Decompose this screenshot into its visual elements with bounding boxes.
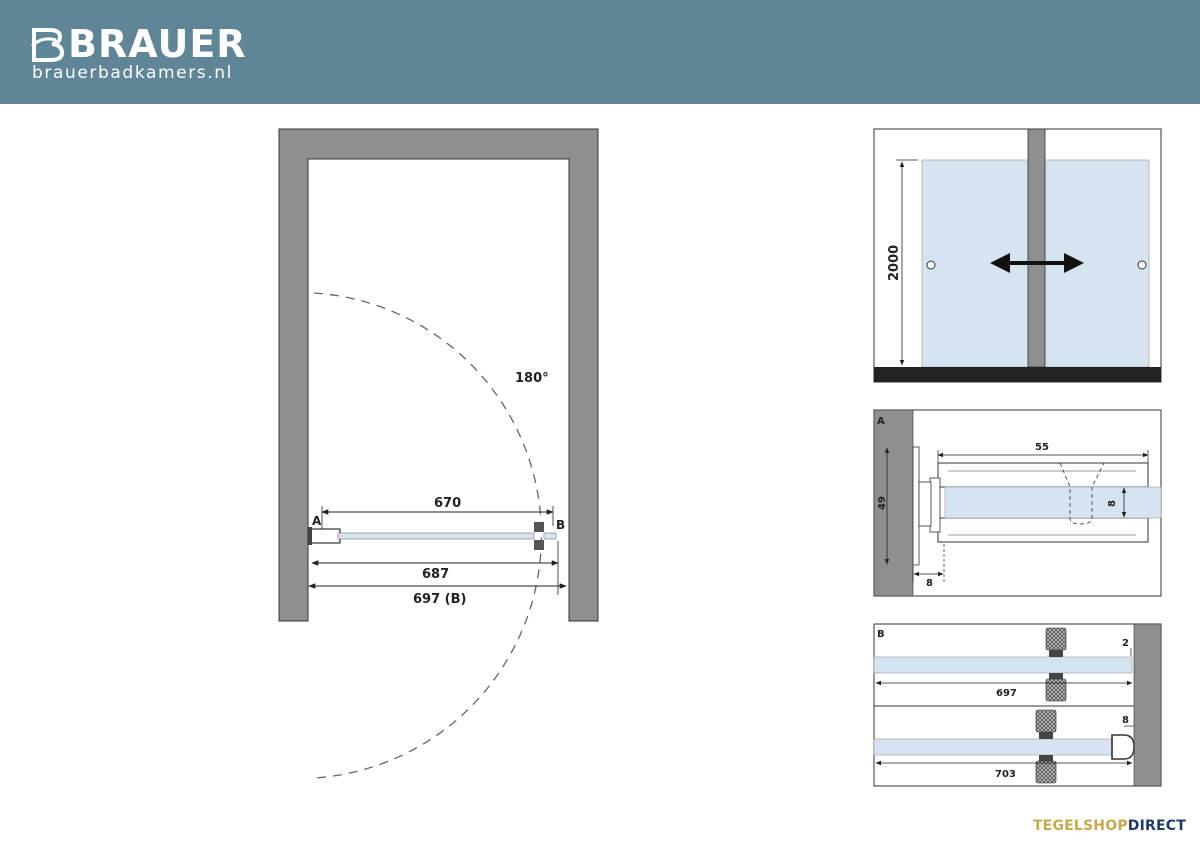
header-bar: BRAUER brauerbadkamers.nl bbox=[0, 0, 1200, 104]
dim-8-b-label: 8 bbox=[926, 578, 933, 589]
dim-670-label: 670 bbox=[434, 496, 461, 511]
dim-49-label: 49 bbox=[877, 496, 888, 510]
knob-b-top bbox=[534, 522, 544, 532]
detail-b: B 2 697 8 703 bbox=[873, 623, 1162, 787]
dim-55-label: 55 bbox=[1035, 442, 1049, 453]
width-top-label: 697 bbox=[996, 688, 1017, 699]
logo-part-2: DIRECT bbox=[1127, 818, 1186, 834]
width-bottom-label: 703 bbox=[995, 769, 1016, 780]
wall-outline bbox=[278, 128, 599, 622]
detail-b-wall bbox=[1133, 623, 1162, 787]
gap-top-label: 2 bbox=[1122, 638, 1129, 649]
knob-top-upper bbox=[1045, 627, 1067, 651]
glass-in-clamp bbox=[944, 486, 1162, 519]
plan-view: 180° 670 A B 687 697 (B) bbox=[278, 128, 599, 779]
tegelshopdirect-logo: TEGELSHOPDIRECT bbox=[1033, 818, 1186, 834]
glass-panel-plan bbox=[337, 532, 535, 540]
height-label: 2000 bbox=[887, 245, 902, 281]
label-b: B bbox=[556, 518, 565, 532]
elevation-view: 2000 bbox=[873, 128, 1162, 383]
detail-a: A 55 49 8 8 bbox=[873, 409, 1162, 597]
floor bbox=[874, 367, 1161, 382]
glass-b-top bbox=[873, 656, 1133, 674]
hinge-hole-left bbox=[926, 260, 936, 270]
seal-profile bbox=[1111, 734, 1135, 760]
label-a: A bbox=[312, 514, 322, 528]
detail-a-label: A bbox=[877, 416, 885, 427]
brand-url: brauerbadkamers.nl bbox=[32, 63, 233, 83]
knob-bottom-upper bbox=[1035, 709, 1057, 733]
angle-label: 180° bbox=[515, 371, 549, 386]
logo-part-1: TEGELSHOP bbox=[1032, 818, 1128, 834]
brand-name: BRAUER bbox=[68, 22, 247, 66]
glass-b-bottom bbox=[873, 738, 1113, 756]
hinge-a bbox=[310, 528, 341, 544]
detail-b-label: B bbox=[877, 629, 885, 640]
dim-687-label: 687 bbox=[422, 567, 449, 582]
knob-bottom-lower bbox=[1035, 760, 1057, 784]
knob-top-lower bbox=[1045, 678, 1067, 702]
center-wall bbox=[1027, 128, 1046, 368]
detail-a-wall bbox=[873, 409, 914, 597]
gap-bottom-label: 8 bbox=[1122, 715, 1129, 726]
dim-697-label: 697 (B) bbox=[413, 592, 466, 607]
door-swing-arc bbox=[313, 292, 542, 779]
brauer-logo-icon bbox=[30, 28, 65, 62]
clamp-body bbox=[937, 462, 1149, 488]
hinge-hole-right bbox=[1137, 260, 1147, 270]
dim-8-v-label: 8 bbox=[1107, 500, 1118, 507]
detail-b-frame bbox=[873, 623, 1162, 787]
